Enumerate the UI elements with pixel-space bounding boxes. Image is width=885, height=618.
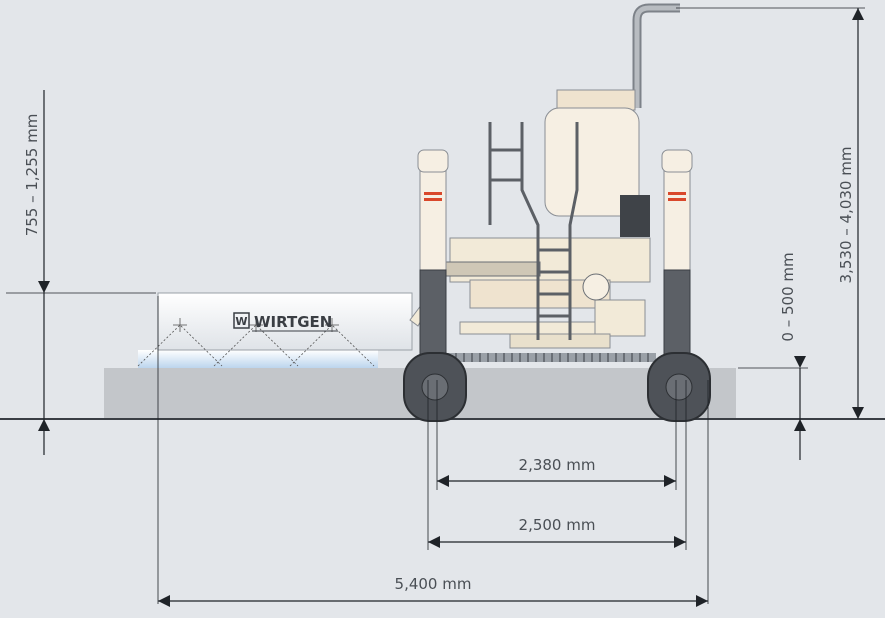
total-height-label: 3,530 – 4,030 mm bbox=[837, 147, 855, 284]
front-wheel bbox=[403, 352, 467, 422]
ground-clearance-label: 0 – 500 mm bbox=[779, 252, 797, 341]
extension-lines bbox=[6, 7, 865, 604]
wheelbase-inner-label: 2,380 mm bbox=[519, 456, 596, 474]
rear-wheel bbox=[647, 352, 711, 422]
dimension-wheelbase-outer: 2,500 mm bbox=[428, 516, 686, 548]
dimension-wheelbase-inner: 2,380 mm bbox=[437, 456, 676, 487]
total-length-label: 5,400 mm bbox=[395, 575, 472, 593]
dimension-total-length: 5,400 mm bbox=[158, 575, 708, 607]
logo-text: WIRTGEN bbox=[254, 313, 332, 331]
wirtgen-logo: W WIRTGEN bbox=[233, 312, 338, 332]
working-height-label: 755 – 1,255 mm bbox=[23, 114, 41, 237]
dimension-working-height: 755 – 1,255 mm bbox=[23, 90, 50, 455]
dimension-ground-clearance: 0 – 500 mm bbox=[779, 252, 806, 460]
wheelbase-outer-label: 2,500 mm bbox=[519, 516, 596, 534]
svg-text:W: W bbox=[235, 315, 247, 328]
dimension-total-height: 3,530 – 4,030 mm bbox=[837, 8, 864, 419]
paver-machine bbox=[403, 3, 711, 422]
slipform-mold: W WIRTGEN bbox=[137, 292, 445, 368]
